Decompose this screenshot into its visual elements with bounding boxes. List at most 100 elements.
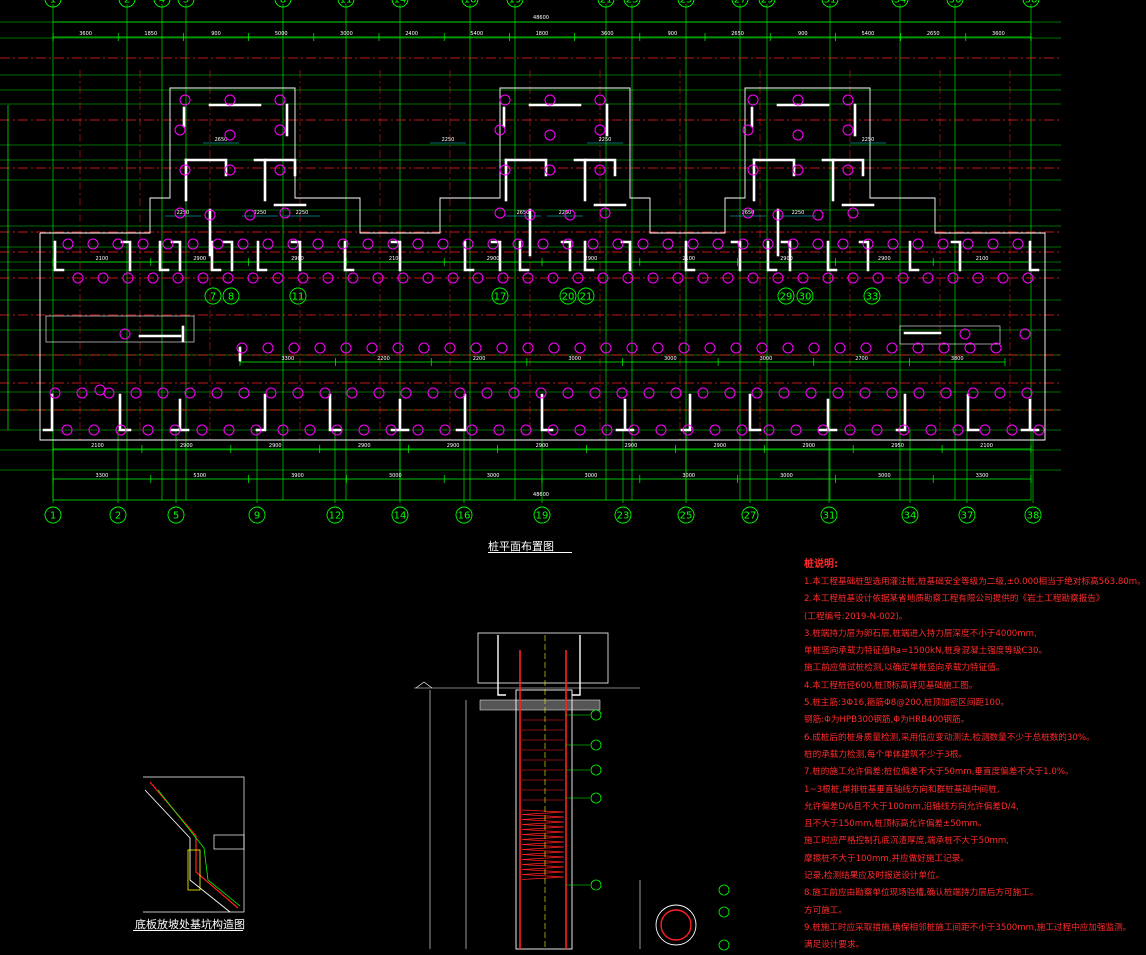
pile-circle — [137, 238, 149, 250]
note-line: 1.本工程基础桩型选用灌注桩,桩基础安全等级为二级,±0.000相当于绝对标高5… — [804, 577, 1146, 587]
pile-circle — [358, 424, 370, 436]
pile-callout-bubble — [590, 764, 602, 776]
top-axis-bubble-circle — [758, 0, 776, 8]
pile-circle — [444, 342, 456, 354]
bottom-dim-label: 2900 — [713, 443, 726, 449]
top-axis-bubble-label: 1 — [50, 0, 56, 6]
pile-circle — [547, 424, 559, 436]
bottom-axis-bubble-circle — [248, 506, 266, 524]
bottom-dim-label: 2900 — [358, 443, 371, 449]
note-line: 施工时应严格控制孔底沉渣厚度,端承桩不大于50mm, — [804, 836, 1010, 847]
bottom-dim2-label: 5300 — [193, 473, 206, 479]
wing-dim-label: 2250 — [442, 137, 455, 143]
wall-segment — [120, 240, 132, 272]
pile-circle — [279, 207, 291, 219]
wing-dim-label: 2250 — [792, 210, 805, 216]
pile-circle — [212, 238, 224, 250]
pile-circle — [886, 387, 898, 399]
pile-circle — [179, 164, 191, 176]
pile-circle — [772, 272, 784, 284]
top-axis-bubble-circle — [731, 0, 749, 8]
pile-markers — [49, 94, 1045, 436]
top-dim-label: 900 — [668, 31, 678, 37]
cross-section-callout — [718, 939, 730, 951]
bottom-axis-bubble-circle — [741, 506, 759, 524]
pile-circle — [499, 94, 511, 106]
row2-dim-label: 2200 — [473, 356, 486, 362]
slope-detail-red-line — [149, 781, 239, 909]
pile-cap-base — [479, 699, 601, 711]
pile-circle — [392, 342, 404, 354]
wing-dim-label: 2650 — [517, 210, 530, 216]
pile-circle — [751, 387, 763, 399]
mid-axis-bubble-label: 11 — [292, 292, 305, 303]
row1-dim-label: 2100 — [389, 256, 402, 262]
pile-circle — [112, 238, 124, 250]
wing-dim-label: 2650 — [742, 210, 755, 216]
bottom-axis-bubble-label: 12 — [329, 511, 342, 522]
pile-circle — [712, 238, 724, 250]
pile-circle — [647, 272, 659, 284]
pile-circle — [952, 424, 964, 436]
pile-circle — [319, 387, 331, 399]
wall-segment — [1028, 240, 1040, 272]
pile-circle — [597, 272, 609, 284]
pile-circle — [967, 387, 979, 399]
pile-circle — [572, 272, 584, 284]
pile-circle — [314, 342, 326, 354]
pile-circle — [222, 272, 234, 284]
pile-circle — [812, 238, 824, 250]
detail-title-underline — [133, 930, 243, 931]
slope-detail-white-line — [144, 789, 231, 913]
pile-circle — [805, 387, 817, 399]
top-axis-bubble-circle — [597, 0, 615, 8]
bottom-dim-label: 2900 — [625, 443, 638, 449]
row1-dim-label: 2100 — [682, 256, 695, 262]
pile-circle — [594, 124, 606, 136]
top-axis-bubble-circle — [274, 0, 292, 8]
wall-segment — [540, 393, 554, 432]
note-line: 2.本工程桩基设计依据某省地质勘察工程有限公司提供的《岩土工程勘察报告》 — [804, 594, 1105, 605]
bottom-dim2-label: 3000 — [585, 473, 598, 479]
bottom-axis-bubble-label: 27 — [744, 511, 757, 522]
pile-circle — [87, 238, 99, 250]
pile-circle — [834, 342, 846, 354]
pile-circle — [587, 238, 599, 250]
pile-circle — [196, 424, 208, 436]
note-line: 且不大于150mm,桩顶标高允许偏差±50mm。 — [804, 819, 987, 830]
pile-circle — [287, 238, 299, 250]
pile-circle — [886, 342, 898, 354]
bottom-axis-bubble-circle — [901, 506, 919, 524]
pile-circle — [262, 238, 274, 250]
mid-axis-bubble-circle — [559, 287, 577, 305]
bottom-dim-label: 2900 — [536, 443, 549, 449]
slope-detail-green-line — [157, 789, 241, 907]
mid-axis-bubble-label: 8 — [228, 292, 234, 303]
row1-dim-label: 2900 — [780, 256, 793, 262]
top-axis-bubble-label: 36 — [949, 0, 962, 6]
pile-callout-bubble — [590, 792, 602, 804]
pile-circle — [197, 272, 209, 284]
cross-section-callout — [718, 884, 730, 896]
pile-circle — [373, 387, 385, 399]
wall-segment — [253, 158, 297, 177]
note-line: 8.施工前应由勘察单位现场验槽,确认桩端持力层后方可施工。 — [804, 888, 1039, 899]
top-axis-bubble-label: 29 — [761, 0, 774, 6]
wall-segment — [390, 398, 410, 432]
top-axis-bubble-label: 2 — [124, 0, 130, 6]
bottom-axis-bubble-label: 37 — [961, 511, 974, 522]
pile-circle — [265, 387, 277, 399]
pile-circle — [466, 424, 478, 436]
pile-circle — [601, 424, 613, 436]
pile-circle — [422, 272, 434, 284]
pile-circle — [97, 272, 109, 284]
bottom-dim-label: 2100 — [91, 443, 104, 449]
bottom-dim-label: 2900 — [447, 443, 460, 449]
wall-segment — [255, 393, 267, 432]
top-axis-bubble-circle — [337, 0, 355, 8]
pile-circle — [292, 387, 304, 399]
pile-circle — [462, 238, 474, 250]
pile-circle — [643, 387, 655, 399]
bottom-axis-bubble-label: 9 — [254, 511, 260, 522]
